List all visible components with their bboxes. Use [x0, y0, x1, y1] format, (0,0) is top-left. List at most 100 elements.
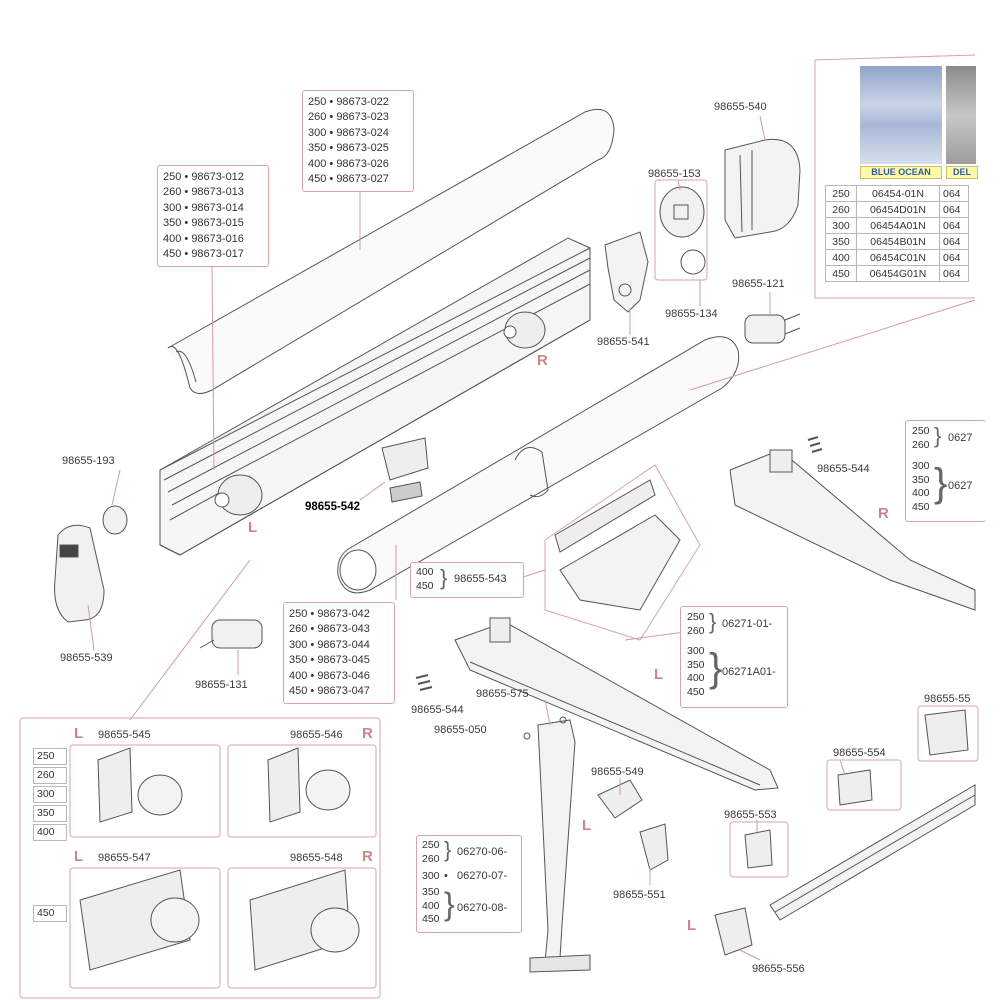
part-98655-551: 98655-551	[613, 889, 666, 901]
arm-right-code-b: 0627	[948, 480, 973, 492]
part-98655-540: 98655-540	[714, 101, 767, 113]
arm-left-brace-a: }	[709, 609, 717, 634]
cover-code-box	[302, 90, 414, 192]
part-98655-543: 98655-543	[454, 573, 507, 585]
spring-131	[199, 619, 263, 649]
bracket-551	[639, 823, 669, 871]
bracket-55x	[924, 709, 969, 756]
side-label-channel-r: R	[537, 352, 548, 369]
spring-121	[744, 313, 801, 344]
front-cover	[167, 108, 615, 394]
part-98655-544-left: 98655-544	[411, 704, 464, 716]
roller-tube	[337, 336, 740, 594]
screws-050	[523, 716, 567, 740]
arm-right-code-a: 0627	[948, 432, 973, 444]
leg-code-c: 06270-08-	[457, 902, 508, 914]
arm-left-brace-b: }	[709, 646, 723, 690]
part-98655-539: 98655-539	[60, 652, 113, 664]
arm-right-brace-b: }	[934, 461, 948, 505]
part-98655-546: 98655-546	[290, 729, 343, 741]
side-label-arm-r: R	[878, 505, 889, 522]
kit-bottom-size-list: 450	[33, 905, 67, 924]
leg-brace-a: }	[444, 837, 452, 862]
kit-546-drawing	[267, 747, 351, 823]
arm-left	[454, 617, 779, 791]
end-cap-153	[659, 186, 706, 275]
part-98655-575: 98655-575	[476, 688, 529, 700]
roller-code-box	[283, 602, 395, 704]
part-98655-554: 98655-554	[833, 747, 886, 759]
kit-547-drawing	[79, 869, 200, 971]
side-label-545-l: L	[74, 725, 84, 742]
delta-label: DEL	[946, 166, 978, 179]
leg-size-b: 300	[422, 870, 440, 882]
part-98655-193: 98655-193	[62, 455, 115, 467]
bracket-549	[597, 779, 643, 819]
bracket-553	[744, 829, 773, 869]
part-98655-050: 98655-050	[434, 724, 487, 736]
bracket-543-box	[410, 562, 524, 598]
bracket-543	[554, 479, 681, 611]
part-98655-549: 98655-549	[591, 766, 644, 778]
spring-544-a	[807, 436, 823, 453]
bracket-543-brace: }	[440, 565, 448, 590]
part-98655-542: 98655-542	[305, 501, 360, 513]
bracket-556	[714, 907, 753, 956]
delta-swatch	[946, 66, 976, 164]
part-98655-131: 98655-131	[195, 679, 248, 691]
arm-right	[729, 449, 976, 611]
side-label-546-r: R	[362, 725, 373, 742]
kit-548-drawing	[249, 869, 360, 971]
side-label-547-l: L	[74, 848, 84, 865]
arm-left-code-box	[680, 606, 788, 708]
blue-ocean-swatch	[860, 66, 942, 164]
kit-545-drawing	[97, 747, 183, 823]
leg-code-box	[416, 835, 522, 933]
part-98655-553: 98655-553	[724, 809, 777, 821]
channel-code-box	[157, 165, 269, 267]
part-98655-548: 98655-548	[290, 852, 343, 864]
part-98655-544-right: 98655-544	[817, 463, 870, 475]
part-98655-545: 98655-545	[98, 729, 151, 741]
bracket-554	[837, 769, 873, 806]
side-label-arm-l: L	[654, 666, 664, 683]
part-98655-556: 98655-556	[752, 963, 805, 975]
side-label-channel-l: L	[248, 519, 258, 536]
arm-right-code-box	[905, 420, 986, 522]
bracket-541	[604, 231, 649, 313]
spring-544-b	[415, 674, 433, 691]
end-cap-right-540	[724, 138, 801, 239]
end-cover-539	[54, 524, 105, 623]
bracket-542	[381, 437, 429, 503]
side-label-556-l: L	[687, 917, 697, 934]
part-98655-541: 98655-541	[597, 336, 650, 348]
part-98655-547: 98655-547	[98, 852, 151, 864]
cap-193	[102, 505, 128, 535]
part-98655-153: 98655-153	[648, 168, 701, 180]
rail-right	[769, 784, 976, 921]
side-label-548-r: R	[362, 848, 373, 865]
awning-channel	[159, 237, 591, 556]
part-98655-134: 98655-134	[665, 308, 718, 320]
arm-right-brace-a: }	[934, 423, 942, 448]
side-label-leg-l: L	[582, 817, 592, 834]
leg-code-b-prefix: •	[444, 870, 448, 882]
